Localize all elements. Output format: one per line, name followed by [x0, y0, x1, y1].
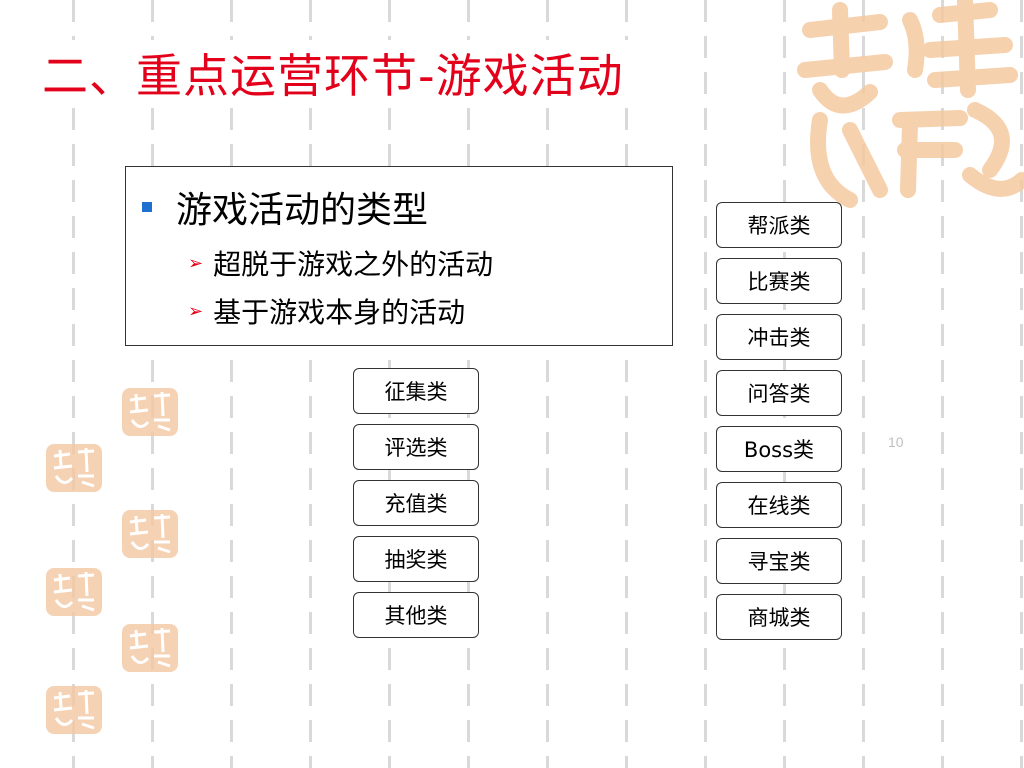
decorative-seal-icon — [122, 624, 178, 672]
textbox-item: ➢ 超脱于游戏之外的活动 — [188, 243, 493, 283]
decorative-calligraphy-seal — [797, 0, 1024, 208]
category-box: 寻宝类 — [716, 538, 842, 584]
textbox-heading-row: 游戏活动的类型 — [142, 181, 428, 233]
arrow-bullet-icon: ➢ — [188, 300, 204, 322]
activity-types-textbox: 游戏活动的类型 ➢ 超脱于游戏之外的活动 ➢ 基于游戏本身的活动 — [125, 166, 673, 346]
textbox-item-label: 基于游戏本身的活动 — [213, 296, 466, 329]
page-number: 10 — [888, 434, 904, 450]
textbox-item-label: 超脱于游戏之外的活动 — [213, 248, 494, 281]
category-box: 评选类 — [353, 424, 479, 470]
category-box: 其他类 — [353, 592, 479, 638]
category-box: 问答类 — [716, 370, 842, 416]
slide-title: 二、重点运营环节-游戏活动 — [38, 40, 628, 106]
category-box: 帮派类 — [716, 202, 842, 248]
decorative-seal-icon — [122, 388, 178, 436]
decorative-seal-icon — [46, 444, 102, 492]
textbox-item: ➢ 基于游戏本身的活动 — [188, 291, 465, 331]
arrow-bullet-icon: ➢ — [188, 252, 204, 274]
decorative-seal-icon — [46, 686, 102, 734]
square-bullet-icon — [142, 202, 152, 212]
textbox-heading: 游戏活动的类型 — [176, 190, 429, 231]
category-box: 商城类 — [716, 594, 842, 640]
category-box: 冲击类 — [716, 314, 842, 360]
decorative-seal-icon — [122, 510, 178, 558]
category-box: 抽奖类 — [353, 536, 479, 582]
category-box: 比赛类 — [716, 258, 842, 304]
category-box: Boss类 — [716, 426, 842, 472]
category-box: 充值类 — [353, 480, 479, 526]
category-box: 在线类 — [716, 482, 842, 528]
decorative-seal-icon — [46, 568, 102, 616]
category-box: 征集类 — [353, 368, 479, 414]
